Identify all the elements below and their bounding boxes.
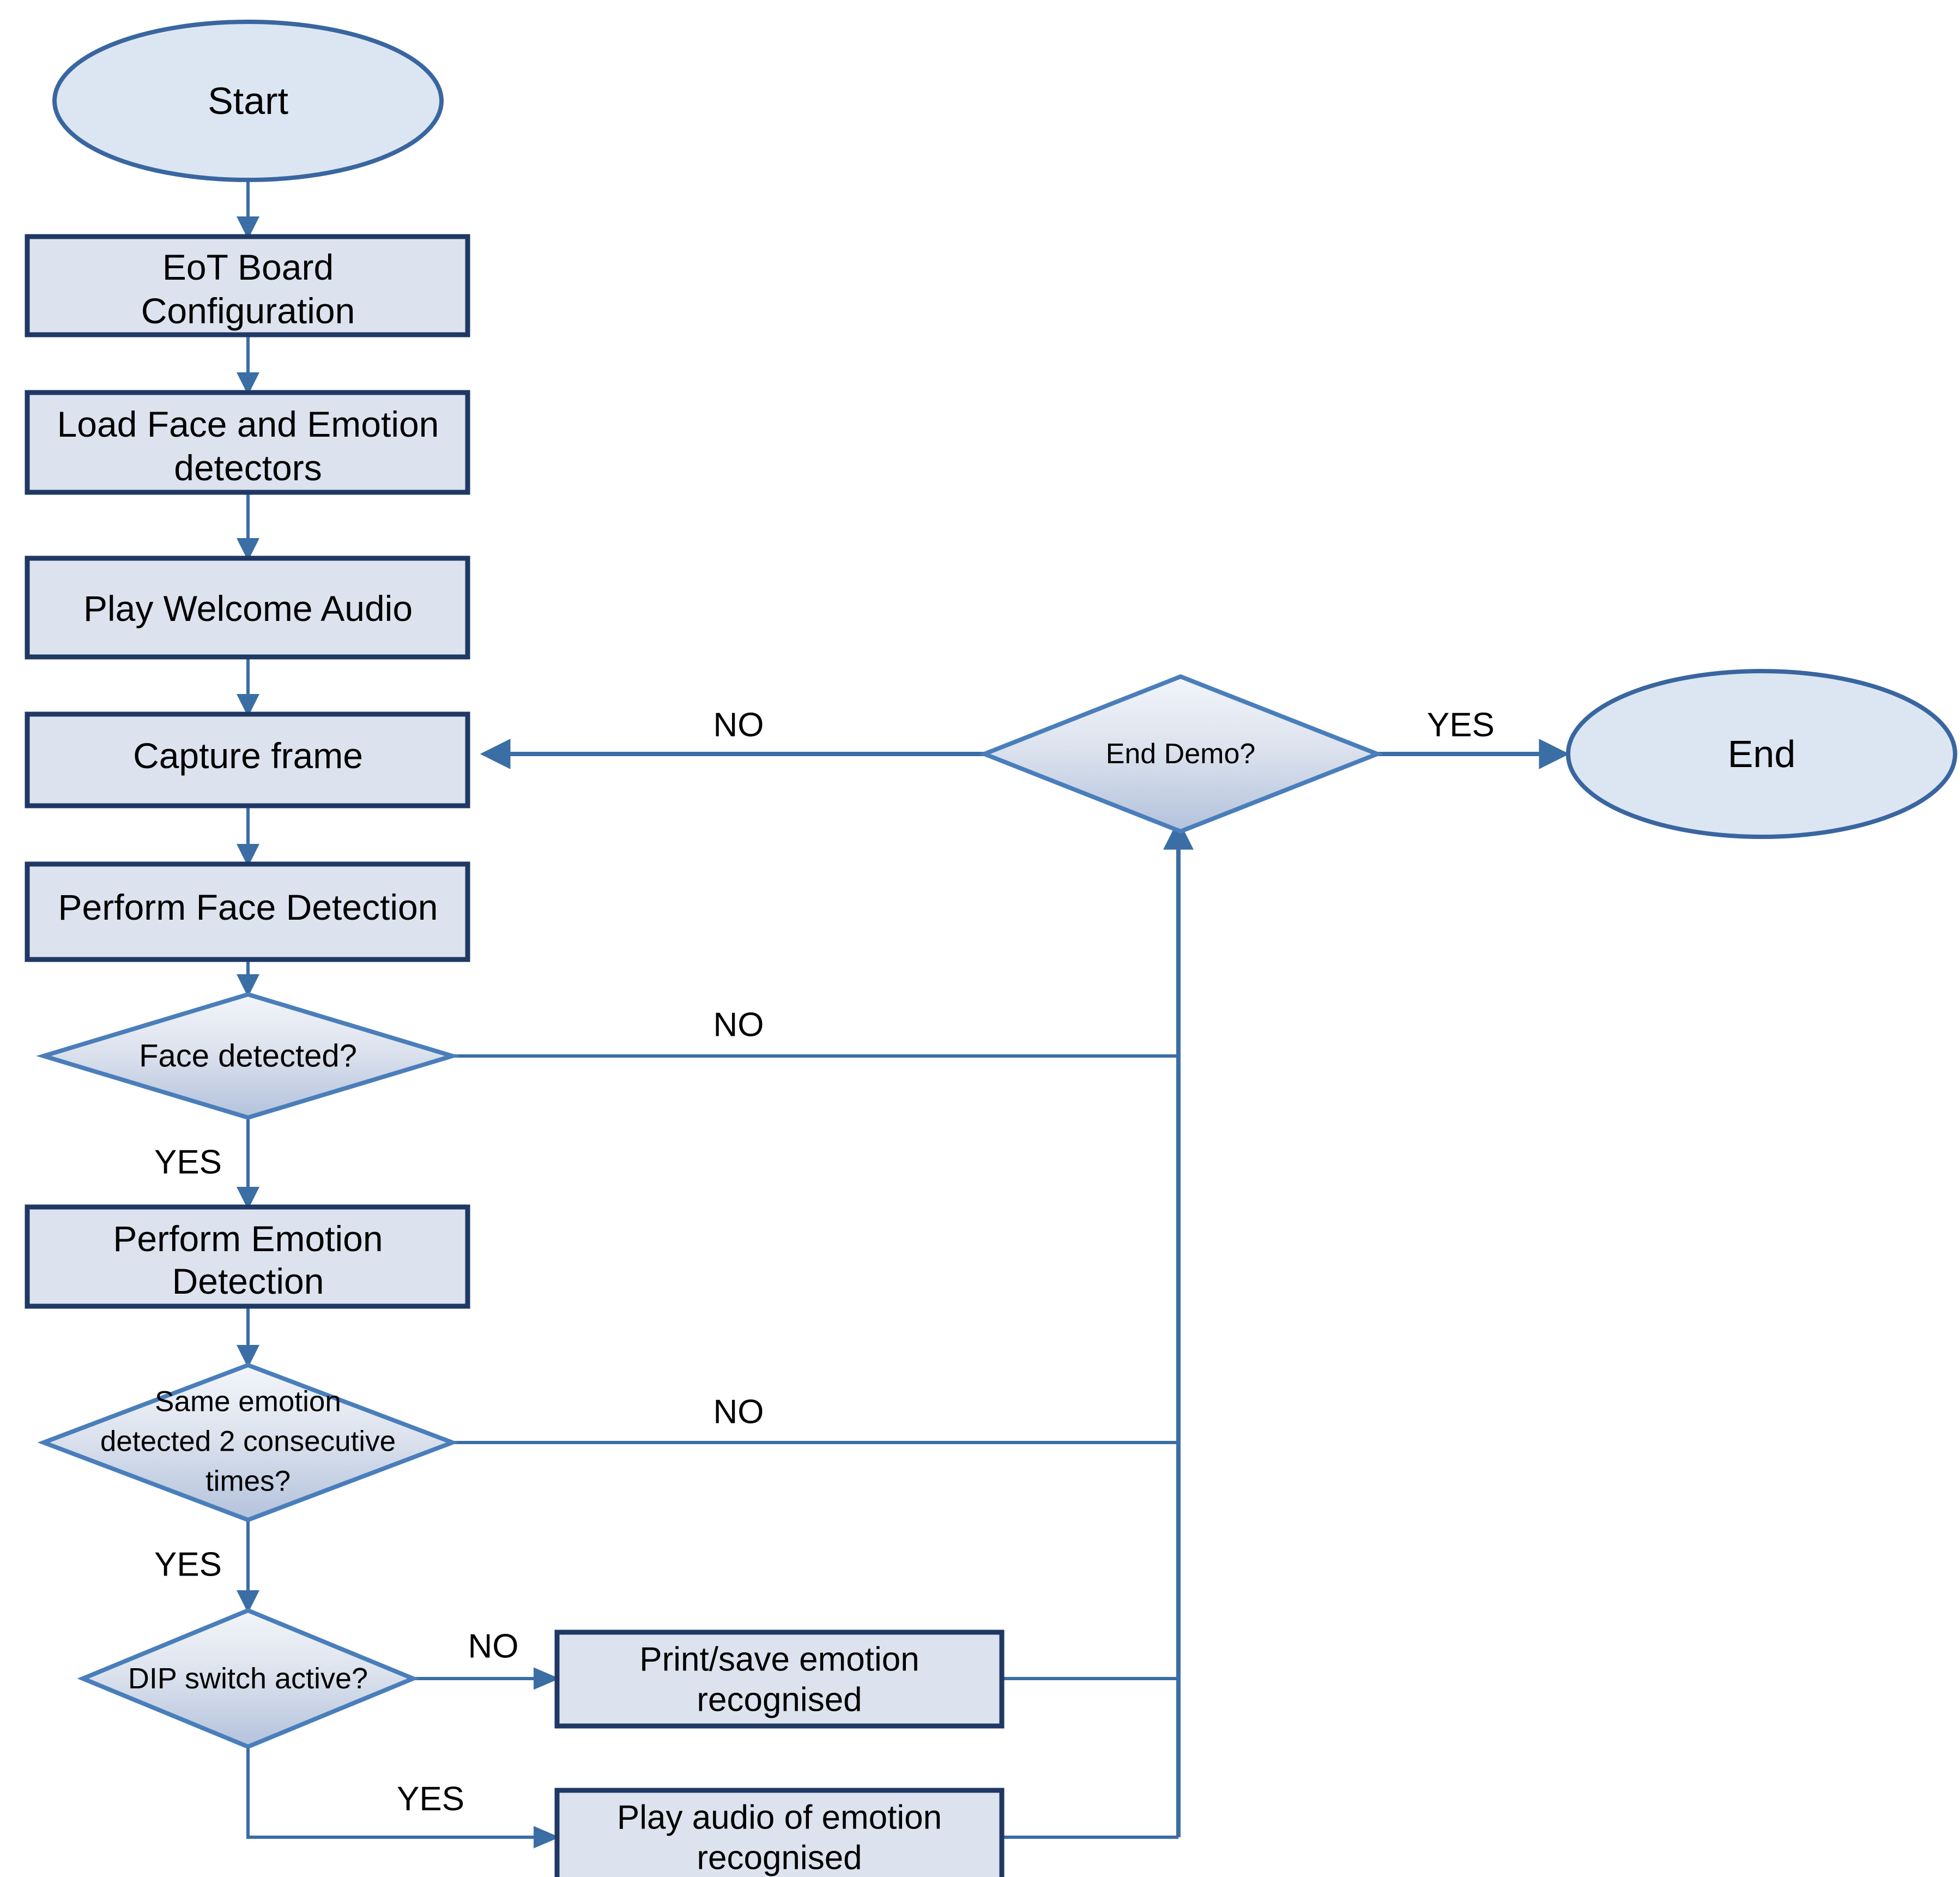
node-sameemotion-line2: detected 2 consecutive	[100, 1426, 396, 1458]
node-perform-emotion-detection[interactable]: Perform Emotion Detection	[25, 1204, 470, 1309]
node-eot-board-configuration[interactable]: EoT Board Configuration	[25, 234, 470, 337]
node-playaudio-line1: Play audio of emotion	[617, 1799, 942, 1837]
edge-label-dip-no: NO	[468, 1628, 519, 1665]
node-printsave-line2: recognised	[697, 1681, 862, 1719]
node-load-detectors[interactable]: Load Face and Emotion detectors	[25, 390, 470, 495]
node-perform-face-detection[interactable]: Perform Face Detection	[25, 861, 470, 962]
node-end-label: End	[1728, 733, 1796, 775]
edge-label-layer: NO YES NO YES NO YES NO YES	[154, 707, 1495, 1818]
node-facedec-label: Face detected?	[139, 1039, 357, 1074]
node-config-line2: Configuration	[141, 291, 355, 331]
edge-label-facedec-yes: YES	[154, 1144, 222, 1181]
node-end-demo-decision[interactable]: End Demo?	[978, 674, 1383, 834]
node-capture-frame[interactable]: Capture frame	[25, 711, 470, 808]
node-welcome-label: Play Welcome Audio	[83, 588, 413, 629]
edge-label-sameemotion-yes: YES	[154, 1546, 222, 1584]
edge-label-sameemotion-no: NO	[713, 1393, 764, 1431]
edge-label-enddemo-yes: YES	[1427, 707, 1495, 744]
node-facedet-label: Perform Face Detection	[58, 887, 438, 927]
edge-label-dip-yes: YES	[397, 1781, 464, 1818]
node-playaudio-line2: recognised	[697, 1839, 862, 1877]
node-emotiondet-line2: Detection	[172, 1261, 324, 1301]
node-load-line1: Load Face and Emotion	[57, 404, 439, 444]
node-print-save-emotion[interactable]: Print/save emotion recognised	[554, 1629, 1005, 1729]
node-enddemo-label: End Demo?	[1106, 738, 1256, 770]
edge-dip-yes-to-playaudio	[246, 1748, 560, 1849]
node-start[interactable]: Start	[52, 20, 444, 182]
node-load-line2: detectors	[174, 448, 322, 488]
node-dip-switch-decision[interactable]: DIP switch active?	[77, 1608, 419, 1749]
node-sameemotion-line1: Same emotion	[155, 1386, 341, 1418]
edge-label-facedec-no: NO	[713, 1006, 764, 1044]
node-emotiondet-line1: Perform Emotion	[113, 1218, 383, 1259]
node-start-label: Start	[208, 80, 288, 122]
node-dip-label: DIP switch active?	[128, 1662, 368, 1695]
node-play-welcome-audio[interactable]: Play Welcome Audio	[25, 556, 470, 660]
edge-label-enddemo-no: NO	[713, 707, 764, 744]
node-printsave-line1: Print/save emotion	[639, 1641, 919, 1679]
node-config-line1: EoT Board	[162, 247, 334, 287]
node-face-detected-decision[interactable]: Face detected?	[36, 992, 460, 1120]
node-same-emotion-decision[interactable]: Same emotion detected 2 consecutive time…	[37, 1362, 459, 1523]
node-end[interactable]: End	[1566, 669, 1957, 839]
node-capture-label: Capture frame	[133, 735, 363, 776]
node-sameemotion-line3: times?	[205, 1465, 291, 1498]
connector-layer	[237, 180, 1570, 1849]
node-play-audio-emotion[interactable]: Play audio of emotion recognised	[554, 1788, 1005, 1877]
